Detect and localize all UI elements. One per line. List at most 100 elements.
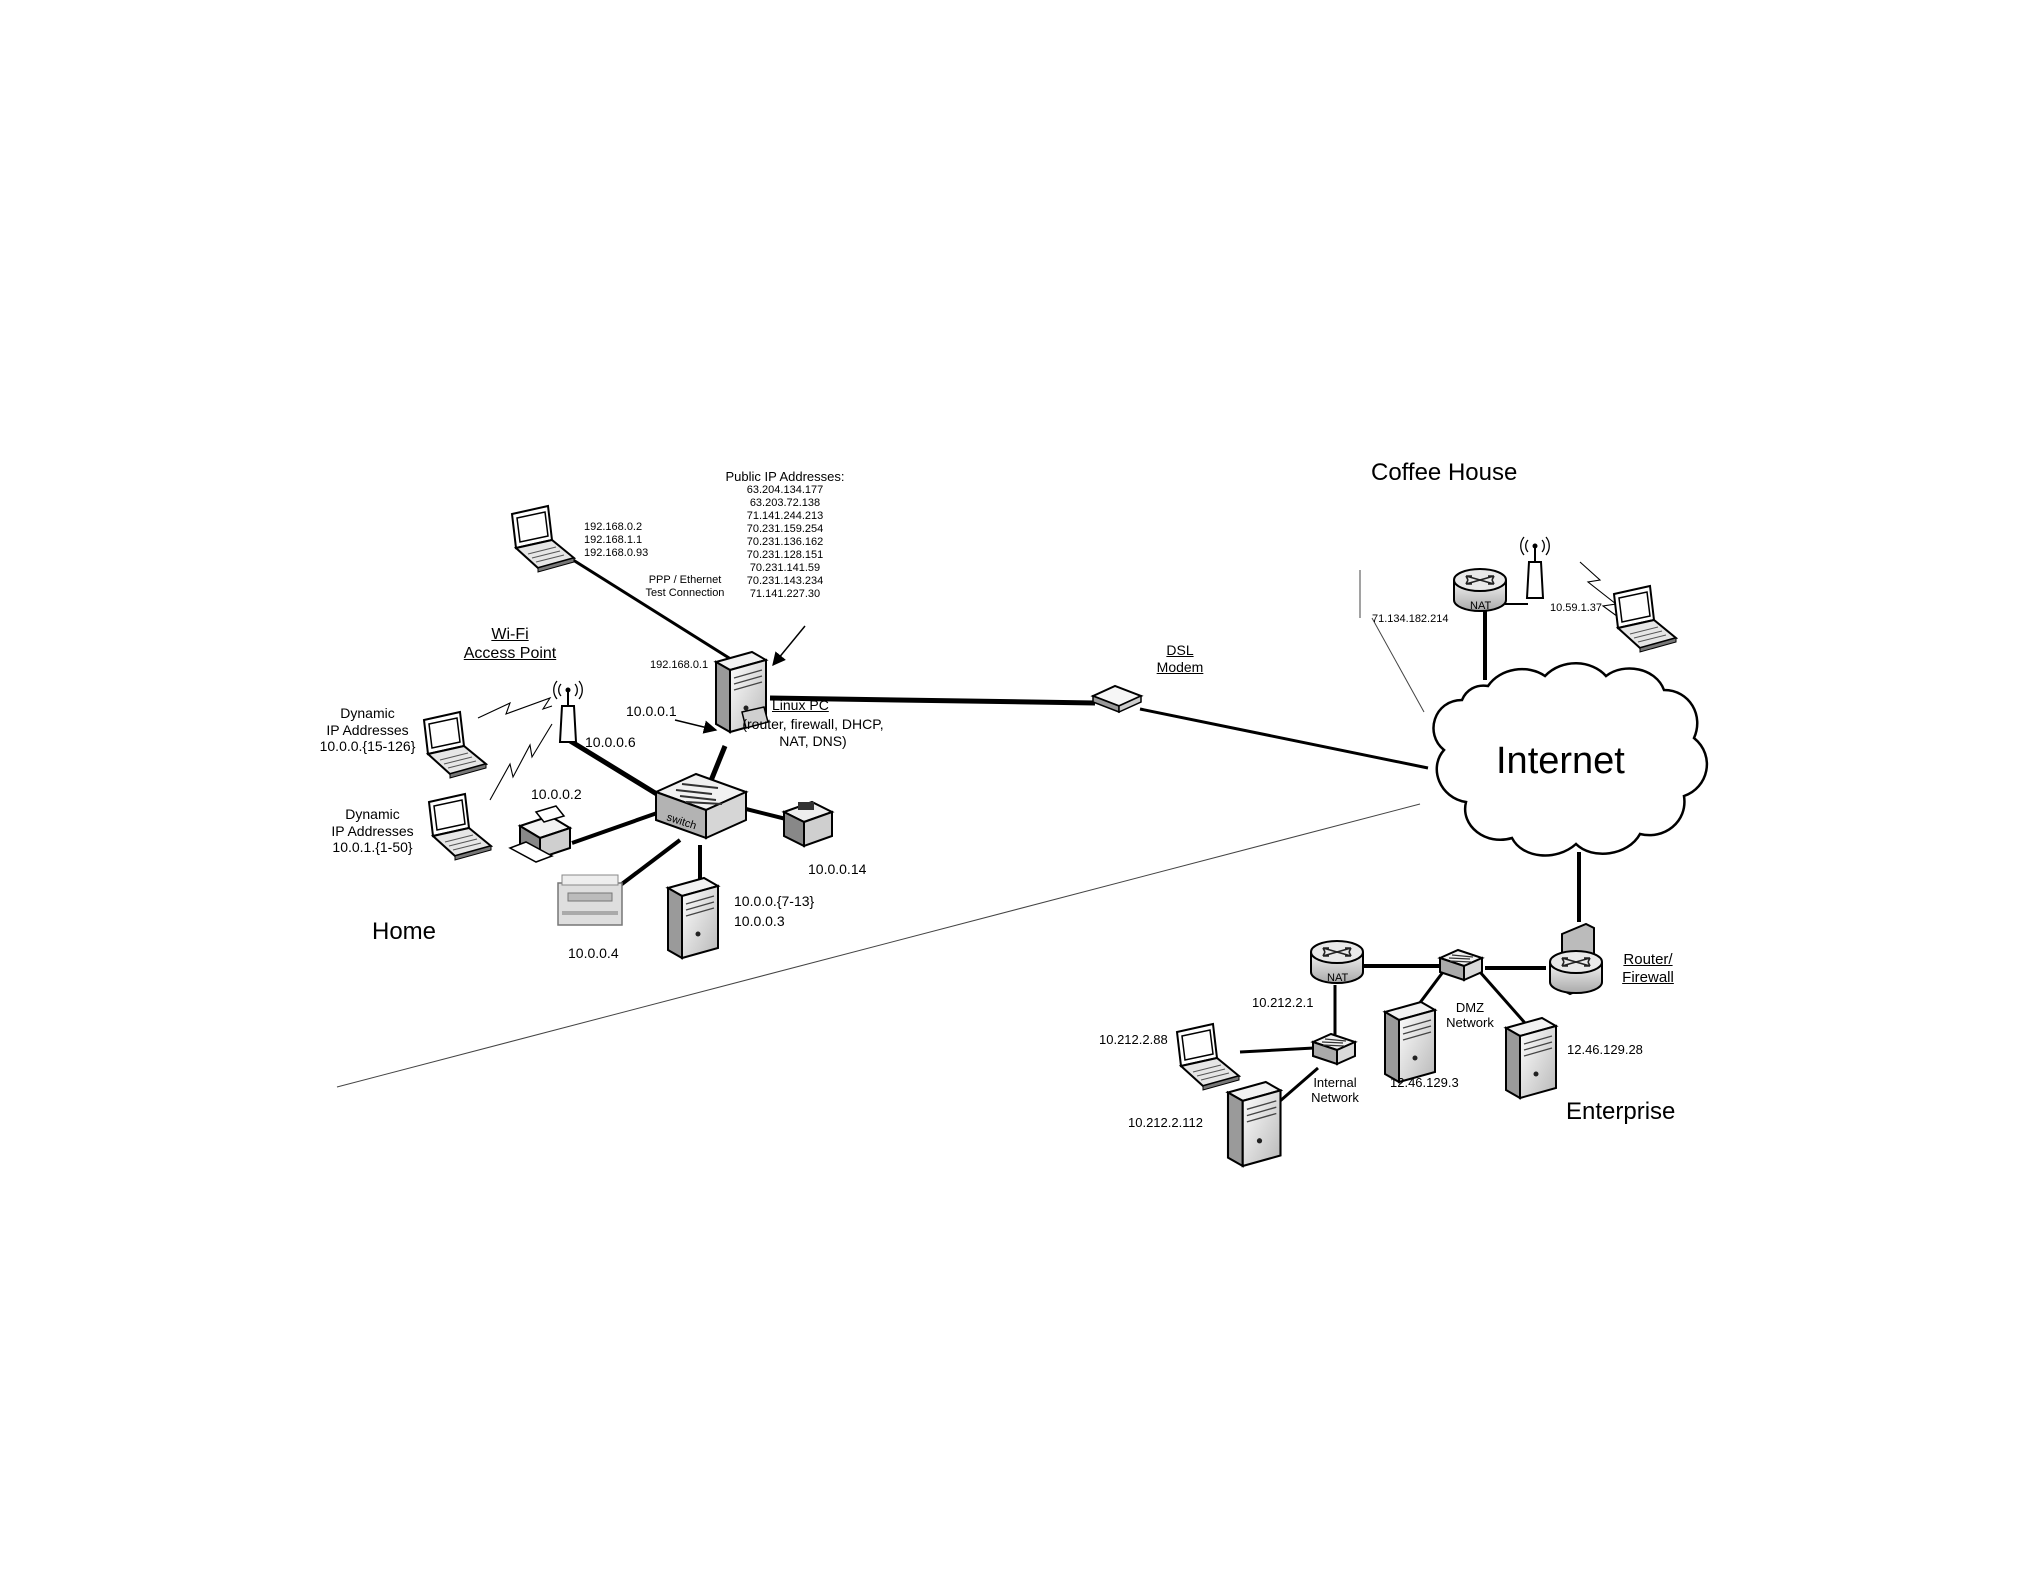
wifi-signal-1 bbox=[477, 696, 553, 719]
public-ip: 70.231.159.254 bbox=[746, 523, 824, 536]
wifi-access-point-title: Wi-Fi Access Point bbox=[450, 626, 570, 664]
link-modem-internet bbox=[1139, 707, 1429, 770]
dmz-switch-icon bbox=[1439, 949, 1483, 981]
router-firewall-line2: Firewall bbox=[1622, 968, 1674, 986]
dsl-modem-label-line2: Modem bbox=[1156, 658, 1204, 675]
internal-network-label: Internal Network bbox=[1300, 1075, 1370, 1106]
dsl-modem-label-line1: DSL bbox=[1166, 642, 1194, 658]
dynamic-1-line1: Dynamic bbox=[340, 705, 395, 721]
public-ip: 63.203.72.138 bbox=[749, 497, 821, 510]
linux-pc-outer-ip: 192.168.0.1 bbox=[650, 659, 709, 671]
link-dmz-server2 bbox=[1478, 971, 1527, 1024]
home-server-ip: 10.0.0.3 bbox=[734, 912, 785, 929]
public-ip-block: Public IP Addresses: 63.204.134.177 63.2… bbox=[700, 469, 870, 601]
home-server-icon bbox=[667, 877, 719, 959]
fax-device-icon bbox=[781, 800, 835, 848]
test-laptop-ips: 192.168.0.2 192.168.1.1 192.168.0.93 bbox=[584, 521, 648, 560]
scanner-icon bbox=[557, 874, 623, 926]
dsl-modem-label: DSL Modem bbox=[1140, 642, 1220, 675]
coffee-access-point-icon bbox=[1519, 536, 1551, 599]
dmz-network-label: DMZ Network bbox=[1435, 1000, 1505, 1031]
dynamic-laptop-1-icon bbox=[423, 711, 487, 779]
router-firewall-label: Router/ Firewall bbox=[1608, 951, 1688, 986]
scanner-ip: 10.0.0.4 bbox=[568, 945, 619, 961]
home-boundary-line bbox=[336, 803, 1421, 1088]
test-laptop-ip: 192.168.0.93 bbox=[584, 546, 649, 559]
dynamic-laptop-2-icon bbox=[428, 793, 492, 861]
arrow-inner-ip bbox=[674, 719, 718, 734]
wifi-ap-ip: 10.0.0.6 bbox=[585, 734, 636, 750]
public-ip: 70.231.141.59 bbox=[749, 562, 821, 575]
internet-cloud-icon bbox=[1432, 662, 1709, 857]
dmz-server-2-icon bbox=[1505, 1017, 1557, 1099]
coffee-nat-router-icon: NAT bbox=[1453, 568, 1507, 612]
coffee-nat-label: NAT bbox=[1470, 600, 1491, 612]
link-device-switch bbox=[741, 806, 791, 822]
enterprise-nat-router-icon: NAT bbox=[1310, 940, 1364, 984]
public-ip: 71.141.244.213 bbox=[746, 510, 824, 523]
public-ip: 70.231.136.162 bbox=[746, 536, 824, 549]
dynamic-ip-range-2: Dynamic IP Addresses 10.0.1.{1-50} bbox=[310, 806, 435, 856]
internet-label: Internet bbox=[1496, 740, 1625, 782]
enterprise-nat-label: NAT bbox=[1327, 972, 1348, 984]
link-printer-switch bbox=[571, 810, 661, 845]
enterprise-laptop-ip: 10.212.2.88 bbox=[1099, 1032, 1168, 1047]
public-ip: 71.141.227.30 bbox=[749, 588, 821, 601]
ppp-label-line2: Test Connection bbox=[645, 586, 725, 599]
dmz-server-1-icon bbox=[1384, 1001, 1436, 1083]
linux-pc-roles-line2: NAT, DNS) bbox=[779, 732, 847, 749]
enterprise-laptop-icon bbox=[1176, 1023, 1240, 1091]
coffee-public-ip: 71.134.182.214 bbox=[1372, 613, 1449, 625]
wifi-access-point-icon bbox=[552, 680, 584, 743]
arrow-public-ip bbox=[772, 625, 806, 667]
test-laptop-icon bbox=[511, 505, 575, 573]
coffee-boundary-line bbox=[1371, 617, 1425, 713]
printer-icon bbox=[508, 805, 573, 863]
test-laptop-ip: 192.168.1.1 bbox=[584, 533, 643, 546]
dmz-label-line2: Network bbox=[1446, 1015, 1494, 1031]
internal-switch-icon bbox=[1312, 1033, 1356, 1065]
router-firewall-line1: Router/ bbox=[1623, 951, 1673, 968]
public-ip: 70.231.143.234 bbox=[746, 575, 824, 588]
public-ip: 63.204.134.177 bbox=[746, 484, 824, 497]
dmz-server-2-ip: 12.46.129.28 bbox=[1567, 1042, 1643, 1057]
dynamic-2-line3: 10.0.1.{1-50} bbox=[332, 839, 413, 856]
test-laptop-ip: 192.168.0.2 bbox=[584, 521, 643, 533]
link-laptop-internal bbox=[1239, 1046, 1315, 1054]
wifi-signal-2 bbox=[489, 723, 553, 801]
wifi-ap-title-line1: Wi-Fi bbox=[491, 626, 529, 643]
enterprise-firewall-router-icon bbox=[1549, 950, 1603, 994]
region-home-label: Home bbox=[372, 918, 437, 945]
coffee-laptop-ip: 10.59.1.37 bbox=[1550, 602, 1602, 614]
link-ap-switch bbox=[565, 736, 662, 799]
region-enterprise-label: Enterprise bbox=[1566, 1098, 1676, 1125]
home-server-ip: 10.0.0.{7-13} bbox=[734, 893, 815, 909]
dynamic-ip-range-1: Dynamic IP Addresses 10.0.0.{15-126} bbox=[305, 705, 430, 755]
linux-pc-title: Linux PC bbox=[772, 697, 829, 713]
dynamic-1-line2: IP Addresses bbox=[326, 721, 409, 738]
printer-ip: 10.0.0.2 bbox=[531, 786, 582, 802]
internal-server-icon bbox=[1226, 1080, 1282, 1168]
dsl-modem-icon bbox=[1090, 684, 1144, 714]
wifi-ap-title-line2: Access Point bbox=[463, 644, 557, 662]
linux-pc-roles-line1: (router, firewall, DHCP, bbox=[742, 716, 884, 732]
public-ip: 70.231.128.151 bbox=[746, 549, 824, 562]
link-test-laptop bbox=[561, 551, 746, 670]
ppp-label-line1: PPP / Ethernet bbox=[648, 574, 722, 586]
link-linuxpc-modem bbox=[769, 695, 1096, 706]
dmz-label-line1: DMZ bbox=[1455, 1000, 1485, 1015]
dmz-server-1-ip: 12.46.129.3 bbox=[1390, 1075, 1459, 1090]
internal-label-line1: Internal bbox=[1313, 1075, 1357, 1090]
dynamic-1-line3: 10.0.0.{15-126} bbox=[319, 738, 416, 755]
fax-device-ip: 10.0.0.14 bbox=[808, 861, 867, 877]
dynamic-2-line2: IP Addresses bbox=[331, 822, 414, 839]
internal-server-ip: 10.212.2.112 bbox=[1128, 1115, 1203, 1130]
linux-pc-server-icon bbox=[715, 651, 769, 733]
home-switch-icon: switch bbox=[653, 772, 749, 840]
linux-pc-roles: (router, firewall, DHCP, NAT, DNS) bbox=[728, 716, 898, 749]
home-server-ips: 10.0.0.{7-13} 10.0.0.3 bbox=[734, 893, 814, 929]
internal-label-line2: Network bbox=[1311, 1090, 1359, 1106]
coffee-laptop-icon bbox=[1613, 585, 1677, 653]
linux-pc-inner-ip: 10.0.0.1 bbox=[626, 703, 677, 719]
